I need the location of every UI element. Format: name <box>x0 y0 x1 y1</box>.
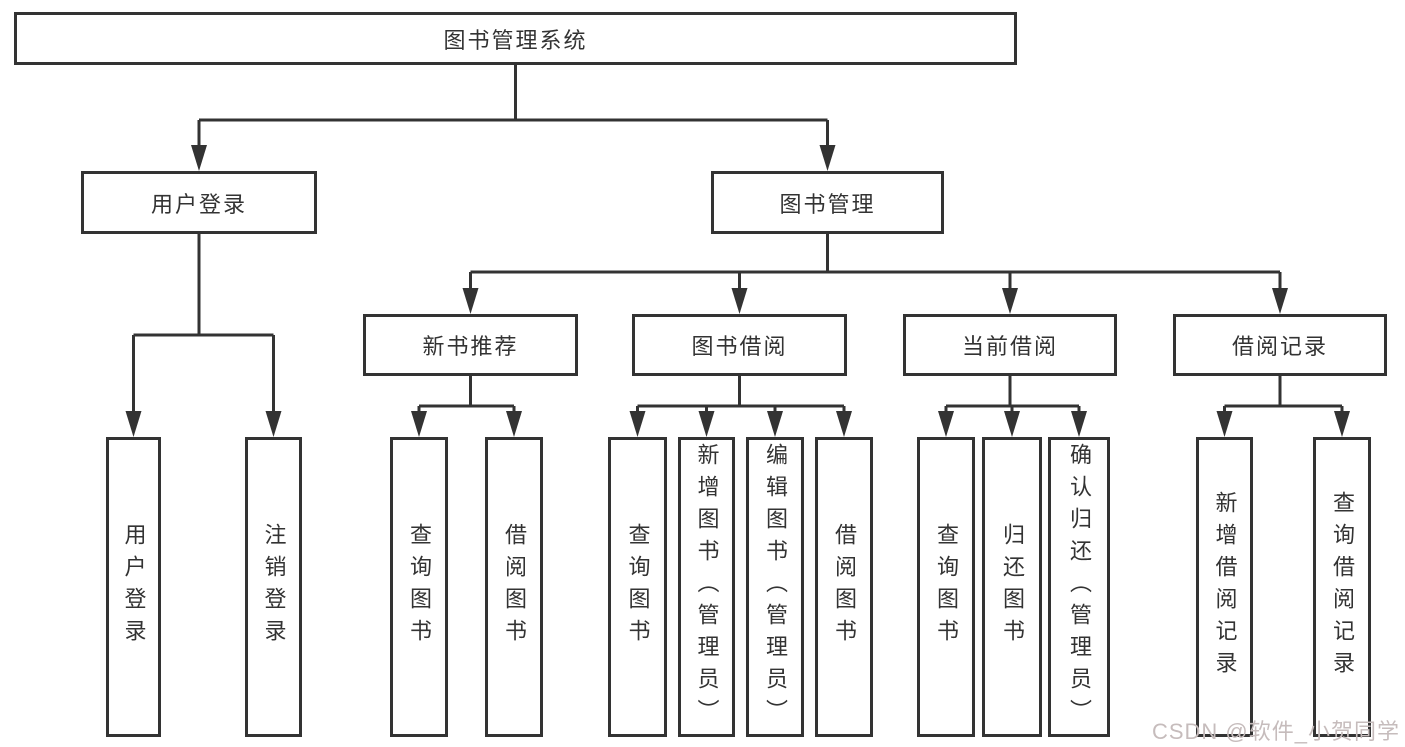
node-borrowing-records: 借阅记录 <box>1173 314 1387 376</box>
node-new-book-recommendation: 新书推荐 <box>363 314 578 376</box>
leaf-logout: 注销登录 <box>245 437 302 737</box>
node-book-borrowing: 图书借阅 <box>632 314 847 376</box>
node-current-borrowing: 当前借阅 <box>903 314 1117 376</box>
leaf-query-books-borrowing-label: 查询图书 <box>625 523 651 651</box>
leaf-query-books-current: 查询图书 <box>917 437 975 737</box>
leaf-query-borrow-record-label: 查询借阅记录 <box>1330 491 1355 683</box>
leaf-borrow-books-recommend: 借阅图书 <box>485 437 543 737</box>
node-user-login: 用户登录 <box>81 171 317 234</box>
leaf-confirm-return-admin-label: 确认归还（管理员） <box>1067 443 1092 731</box>
leaf-query-books-recommend: 查询图书 <box>390 437 448 737</box>
leaf-user-login-label: 用户登录 <box>121 523 147 651</box>
leaf-edit-book-admin-label: 编辑图书（管理员） <box>763 443 788 731</box>
leaf-borrow-books-recommend-label: 借阅图书 <box>502 523 527 651</box>
watermark: CSDN @软件_小贺同学 <box>1151 719 1400 744</box>
node-book-management: 图书管理 <box>711 171 944 234</box>
arrowheads <box>125 145 1350 437</box>
node-root: 图书管理系统 <box>14 12 1017 65</box>
leaf-return-books-label: 归还图书 <box>1000 523 1025 651</box>
leaf-query-books-borrowing: 查询图书 <box>608 437 667 737</box>
leaf-add-borrow-record-label: 新增借阅记录 <box>1212 491 1238 683</box>
leaf-query-books-recommend-label: 查询图书 <box>407 523 432 651</box>
leaf-borrow-books-borrowing-label: 借阅图书 <box>832 523 857 651</box>
leaf-edit-book-admin: 编辑图书（管理员） <box>746 437 804 737</box>
leaf-add-borrow-record: 新增借阅记录 <box>1196 437 1253 737</box>
leaf-borrow-books-borrowing: 借阅图书 <box>815 437 873 737</box>
leaf-confirm-return-admin: 确认归还（管理员） <box>1048 437 1110 737</box>
leaf-add-book-admin: 新增图书（管理员） <box>678 437 735 737</box>
leaf-user-login: 用户登录 <box>106 437 161 737</box>
leaf-add-book-admin-label: 新增图书（管理员） <box>694 443 720 731</box>
leaf-query-books-current-label: 查询图书 <box>934 523 959 651</box>
leaf-return-books: 归还图书 <box>982 437 1042 737</box>
leaf-logout-label: 注销登录 <box>261 523 287 651</box>
leaf-query-borrow-record: 查询借阅记录 <box>1313 437 1371 737</box>
